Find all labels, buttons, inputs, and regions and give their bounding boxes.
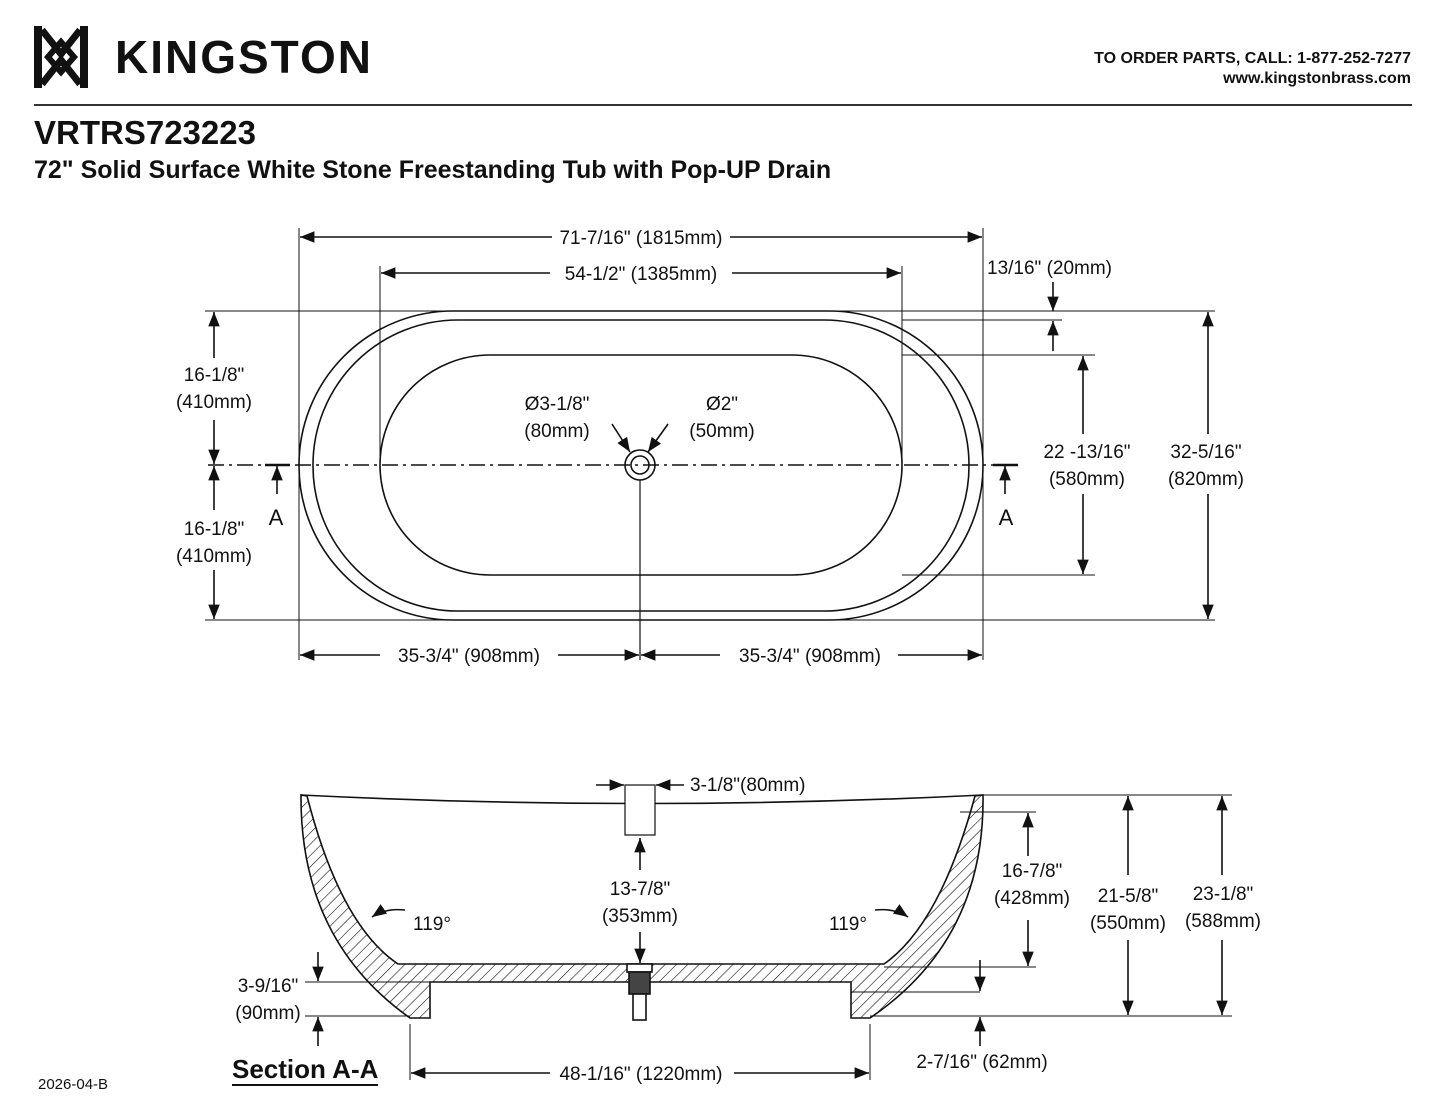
floor-thickness-mm: (90mm) bbox=[235, 1003, 300, 1024]
top-view bbox=[205, 228, 1215, 661]
header-divider bbox=[34, 104, 1412, 106]
faucet-dia-label: 3-1/8"(80mm) bbox=[690, 775, 806, 796]
drain-depth-label: 13-7/8" bbox=[610, 879, 671, 900]
kingston-logo-icon bbox=[34, 26, 88, 88]
overall-width-label: 32-5/16" bbox=[1170, 442, 1241, 463]
drain-to-right-label: 35-3/4" (908mm) bbox=[739, 646, 881, 667]
brand-name: KINGSTON bbox=[115, 31, 373, 83]
left-to-drain-label: 35-3/4" (908mm) bbox=[398, 646, 540, 667]
section-mark-left: A bbox=[269, 505, 284, 530]
drain-outer-mm: (80mm) bbox=[524, 421, 589, 442]
drain-inner-label: Ø2" bbox=[706, 394, 738, 415]
half-width-top-label: 16-1/8" bbox=[184, 365, 245, 386]
overall-width-mm: (820mm) bbox=[1168, 469, 1244, 490]
overall-length-label: 71-7/16" (1815mm) bbox=[559, 228, 722, 249]
document-code: 2026-04-B bbox=[38, 1076, 109, 1093]
angle-left-label: 119° bbox=[413, 914, 451, 935]
product-description: 72" Solid Surface White Stone Freestandi… bbox=[34, 156, 832, 184]
inner-depth-label: 16-7/8" bbox=[1002, 861, 1063, 882]
model-number: VRTRS723223 bbox=[34, 114, 256, 151]
section-view bbox=[300, 784, 984, 1021]
overall-height-label: 23-1/8" bbox=[1193, 884, 1254, 905]
rim-width-label: 13/16" (20mm) bbox=[987, 258, 1112, 279]
drain-inner-mm: (50mm) bbox=[689, 421, 754, 442]
top-view-labels: 71-7/16" (1815mm) 54-1/2" (1385mm) 13/16… bbox=[176, 228, 1244, 667]
brand-logo bbox=[34, 26, 88, 88]
drain-depth-mm: (353mm) bbox=[602, 906, 678, 927]
half-width-bottom-mm: (410mm) bbox=[176, 546, 252, 567]
rim-height-label: 21-5/8" bbox=[1098, 886, 1159, 907]
inner-depth-mm: (428mm) bbox=[994, 888, 1070, 909]
angle-right-label: 119° bbox=[829, 914, 867, 935]
website-link[interactable]: www.kingstonbrass.com bbox=[1223, 70, 1411, 87]
drain-body bbox=[628, 971, 651, 995]
half-width-top-mm: (410mm) bbox=[176, 392, 252, 413]
order-phone: TO ORDER PARTS, CALL: 1-877-252-7277 bbox=[1094, 50, 1411, 67]
half-width-bottom-label: 16-1/8" bbox=[184, 519, 245, 540]
section-title: Section A-A bbox=[232, 1054, 379, 1086]
section-dimensions bbox=[305, 779, 1232, 1080]
drain-outer-label: Ø3-1/8" bbox=[525, 394, 590, 415]
overall-height-mm: (588mm) bbox=[1185, 911, 1261, 932]
inner-width-mm: (580mm) bbox=[1049, 469, 1125, 490]
section-mark-right: A bbox=[999, 505, 1014, 530]
drain-pipe bbox=[632, 993, 647, 1021]
base-height-label: 2-7/16" (62mm) bbox=[916, 1052, 1047, 1073]
inner-length-label: 54-1/2" (1385mm) bbox=[565, 264, 717, 285]
faucet-hole bbox=[624, 784, 656, 836]
drain-inner-circle bbox=[630, 455, 650, 475]
rim-height-mm: (550mm) bbox=[1090, 913, 1166, 934]
base-length-label: 48-1/16" (1220mm) bbox=[559, 1064, 722, 1085]
section-labels: 3-1/8"(80mm) 13-7/8" (353mm) 119° 119° 1… bbox=[235, 775, 1261, 1085]
tub-basin-outline bbox=[379, 354, 903, 576]
drain-cap bbox=[626, 963, 653, 973]
inner-width-label: 22 -13/16" bbox=[1043, 442, 1130, 463]
floor-thickness-label: 3-9/16" bbox=[238, 976, 299, 997]
